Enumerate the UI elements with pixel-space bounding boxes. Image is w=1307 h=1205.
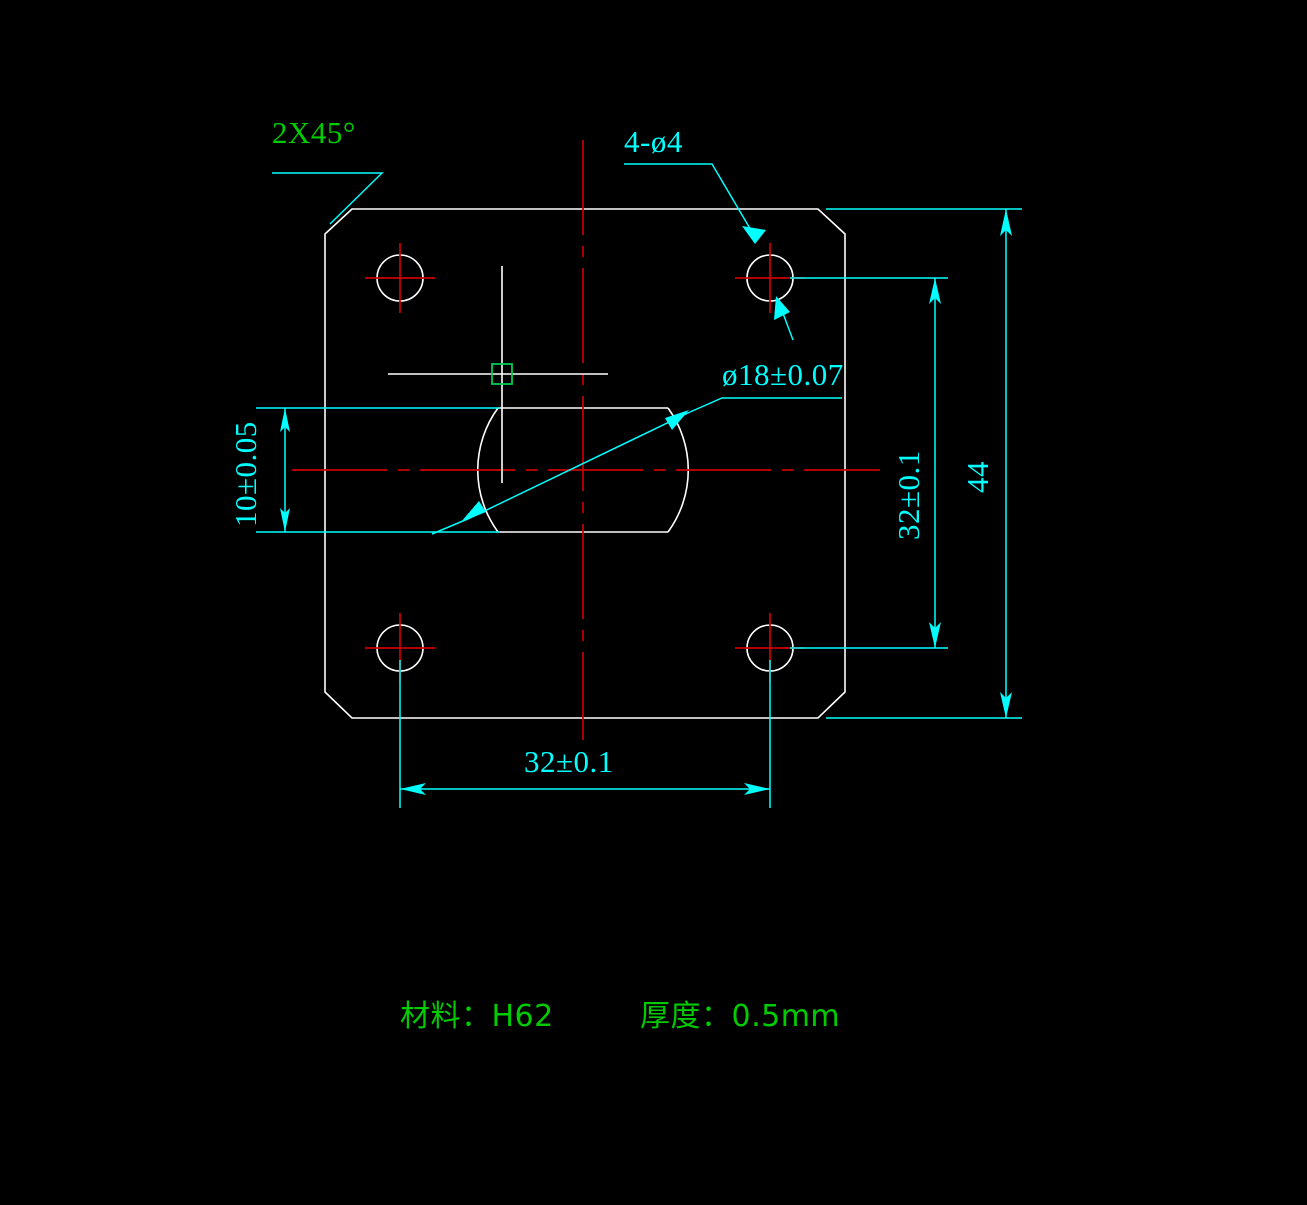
label-slot-note: ø18±0.07 bbox=[722, 357, 844, 392]
leader-holes bbox=[624, 163, 756, 238]
dim-44-arrow-top bbox=[1000, 209, 1012, 236]
dim-32v-arrow-top bbox=[929, 278, 941, 304]
leader-holes-arrow bbox=[742, 226, 766, 244]
leader-slot-to-hole-arrow bbox=[774, 296, 790, 320]
label-height-dim-left: 10±0.05 bbox=[228, 421, 263, 527]
label-hole-spacing-vertical: 32±0.1 bbox=[891, 450, 926, 540]
label-thickness: 厚度：0.5mm bbox=[640, 999, 840, 1034]
label-hole-spacing-horizontal: 32±0.1 bbox=[524, 744, 614, 779]
label-overall-height: 44 bbox=[960, 461, 995, 493]
cursor-crosshair-group[interactable] bbox=[388, 266, 608, 483]
leader-slot-arrow-left bbox=[461, 501, 486, 522]
dim-32h-arrow-left bbox=[400, 783, 426, 795]
dim-10-arrow-top bbox=[280, 408, 290, 432]
dim-10-arrow-bottom bbox=[280, 508, 290, 532]
dim-44-arrow-bottom bbox=[1000, 692, 1012, 718]
label-material: 材料：H62 bbox=[400, 999, 554, 1034]
label-holes-note: 4-ø4 bbox=[624, 124, 683, 159]
part-outline-group bbox=[324, 208, 846, 719]
leader-chamfer bbox=[272, 172, 384, 225]
plate-outline bbox=[324, 208, 846, 719]
label-chamfer-note: 2X45° bbox=[272, 115, 356, 150]
leader-slot-upper bbox=[689, 397, 842, 413]
selection-grip-box[interactable] bbox=[491, 363, 513, 385]
dim-32h-arrow-right bbox=[744, 783, 770, 795]
leader-slot-diagonal bbox=[469, 411, 691, 519]
dimension-lines-group bbox=[256, 163, 1022, 808]
dim-32v-arrow-bottom bbox=[929, 622, 941, 648]
leader-slot-arrow-right bbox=[665, 410, 689, 430]
